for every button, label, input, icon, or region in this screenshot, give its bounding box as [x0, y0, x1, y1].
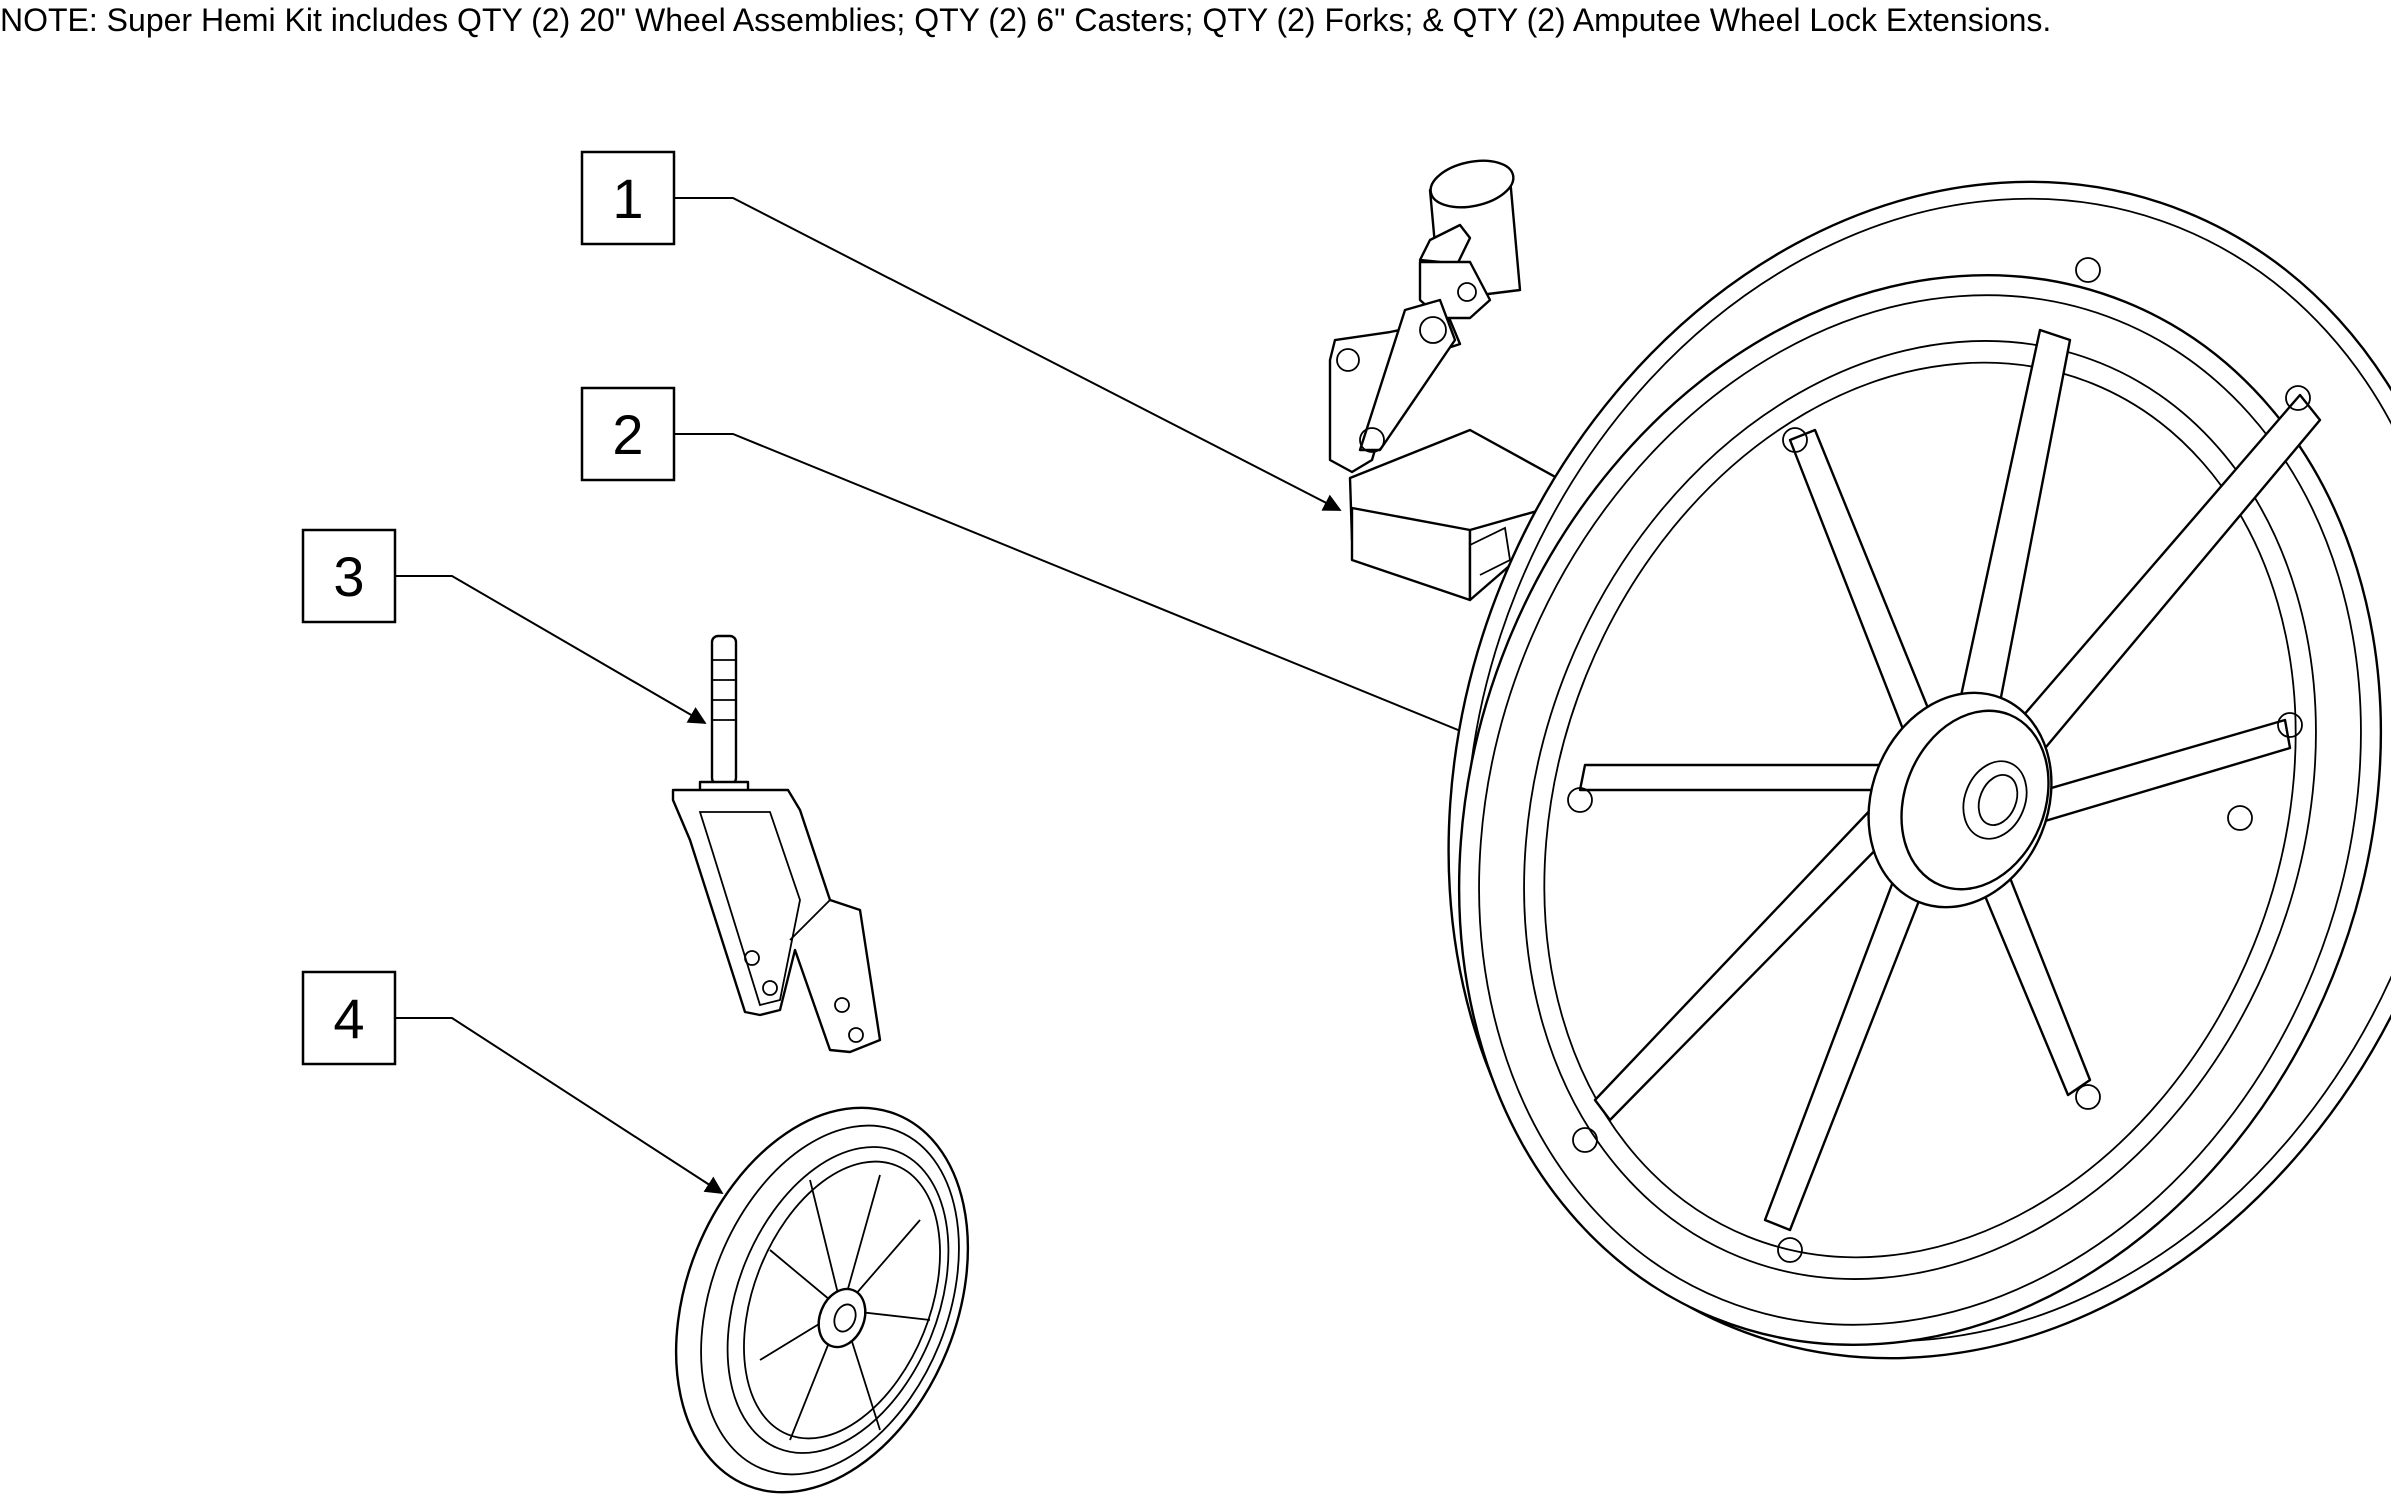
- caster-6in-part: [674, 1106, 970, 1494]
- callout-2-label: 2: [612, 403, 643, 466]
- wheel-hub: [1867, 691, 2053, 909]
- leader-3: [395, 575, 707, 724]
- leader-4: [395, 1017, 724, 1194]
- wheel-spokes: [1578, 328, 2322, 1232]
- callout-3-label: 3: [333, 545, 364, 608]
- leader-1: [674, 197, 1342, 511]
- callout-2: 2: [580, 386, 1514, 755]
- callout-1: 1: [580, 150, 1342, 511]
- callout-1-label: 1: [612, 167, 643, 230]
- wheel-rim-bolts: [1567, 257, 2311, 1263]
- kit-note: NOTE: Super Hemi Kit includes QTY (2) 20…: [0, 2, 2052, 38]
- leader-2: [674, 433, 1514, 755]
- callout-4: 4: [301, 970, 724, 1194]
- callout-3: 3: [301, 528, 707, 724]
- caster-fork-part: [671, 634, 882, 1054]
- wheel-assembly-20in-part: [1447, 180, 2391, 1360]
- callout-4-label: 4: [333, 987, 364, 1050]
